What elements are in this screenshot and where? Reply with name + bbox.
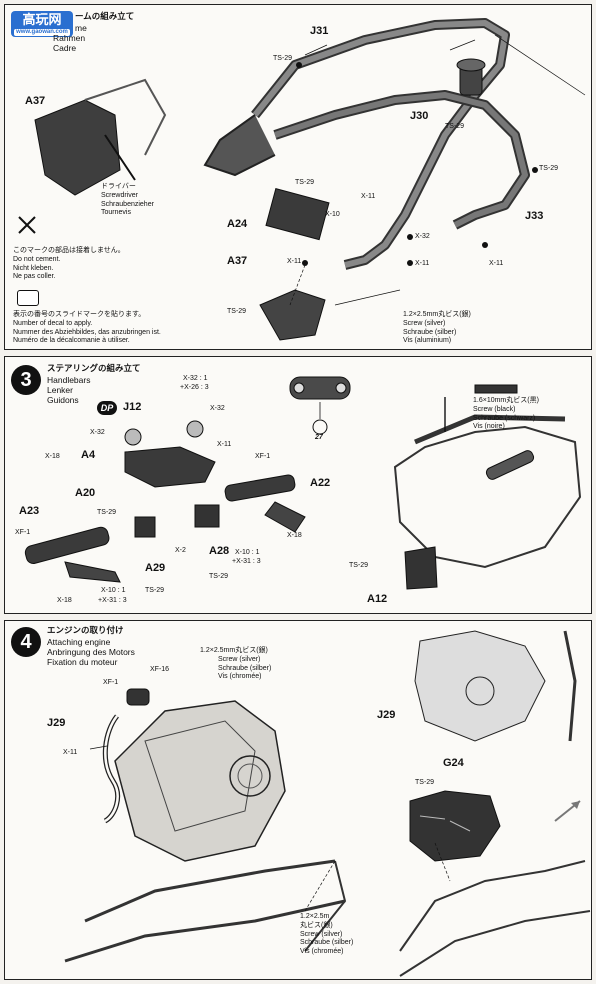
label-x10: X-10 xyxy=(325,211,340,218)
part-j30: J30 xyxy=(410,110,429,122)
label-ts29-4: TS-29 xyxy=(295,179,315,186)
label-x10-ratio-a: X-10 : 1 xyxy=(235,549,260,556)
part-a23: A23 xyxy=(19,505,40,517)
label-x11-2: X-11 xyxy=(287,258,302,265)
part-j29-main: J29 xyxy=(47,717,66,729)
decal-note: 表示の番号のスライドマークを貼ります。 Number of decal to a… xyxy=(13,311,161,345)
label-ts29: TS-29 xyxy=(415,779,435,786)
label-xf1-b: XF-1 xyxy=(15,529,31,536)
step-2-title-fr: Cadre xyxy=(53,43,77,53)
engine-diagram xyxy=(64,630,591,977)
label-x32-c: X-32 xyxy=(90,429,105,436)
label-ts29-3: TS-29 xyxy=(539,165,559,172)
step-4-engine-panel: 4 エンジンの取り付け Attaching engine Anbringung … xyxy=(4,620,592,980)
label-ts29-d: TS-29 xyxy=(349,562,369,569)
step-2-frame-panel: 高玩网 www.gaowan.com ームの組み立て me Rahmen Cad… xyxy=(4,4,592,350)
label-x11-3: X-11 xyxy=(415,260,430,267)
label-ts29-5: TS-29 xyxy=(227,308,247,315)
label-x32-ratio: X-32 : 1 xyxy=(183,375,208,382)
part-a29: A29 xyxy=(145,562,166,574)
screw-spec-step3: 1.6×10mm丸ビス(黒) Screw (black) Schraube (s… xyxy=(473,397,539,431)
label-xf16: XF-16 xyxy=(150,666,170,673)
part-a22: A22 xyxy=(310,477,331,489)
label-x11-1: X-11 xyxy=(361,193,376,200)
watermark-brand: 高玩网 xyxy=(22,12,62,27)
step-3-handlebars-panel: 3 ステアリングの組み立て Handlebars Lenker Guidons … xyxy=(4,356,592,614)
step-number-3: 3 xyxy=(11,365,41,395)
watermark-site: www.gaowan.com xyxy=(14,29,70,36)
part-g24: G24 xyxy=(443,757,464,769)
step-number-4: 4 xyxy=(11,627,41,657)
decal-number: 27 xyxy=(315,434,323,441)
part-a37-inset: A37 xyxy=(25,95,46,107)
part-a20: A20 xyxy=(75,487,96,499)
part-j31: J31 xyxy=(310,25,329,37)
label-ts29-1: TS-29 xyxy=(273,55,293,62)
step-3-title-de: Lenker xyxy=(47,385,73,395)
part-a24: A24 xyxy=(227,218,248,230)
handlebars-diagram xyxy=(24,376,582,590)
label-x31-ratio-b: +X-31 : 3 xyxy=(98,597,127,604)
step-2-title-jp: ームの組み立て xyxy=(75,11,135,21)
screw-spec-step2: 1.2×2.5mm丸ビス(銀) Screw (silver) Schraube … xyxy=(403,311,471,345)
part-j12: J12 xyxy=(123,401,142,413)
label-ts29-a: TS-29 xyxy=(97,509,117,516)
part-a28: A28 xyxy=(209,545,230,557)
step-3-title-fr: Guidons xyxy=(47,395,79,405)
part-j29-inset: J29 xyxy=(377,709,396,721)
part-a37: A37 xyxy=(227,255,248,267)
label-xf1: XF-1 xyxy=(103,679,119,686)
step-4-title-en: Attaching engine xyxy=(47,637,111,647)
step-3-title-en: Handlebars xyxy=(47,375,91,385)
step-2-title-en: me xyxy=(75,23,87,33)
label-x11: X-11 xyxy=(217,441,232,448)
label-x10-ratio-b: X-10 : 1 xyxy=(101,587,126,594)
part-j33: J33 xyxy=(525,210,544,222)
label-x2: X-2 xyxy=(175,547,186,554)
step-4-title-de: Anbringung des Motors xyxy=(47,647,135,657)
label-x32: X-32 xyxy=(415,233,430,240)
dp-badge: DP xyxy=(97,401,117,415)
step-2-title-de: Rahmen xyxy=(53,33,86,43)
label-x32-b: X-32 xyxy=(210,405,225,412)
decal-icon xyxy=(17,290,39,306)
no-cement-note: このマークの部品は接着しません。 Do not cement. Nicht kl… xyxy=(13,247,125,281)
label-x11-4: X-11 xyxy=(489,260,504,267)
no-cement-icon xyxy=(17,215,37,235)
label-ts29-b: TS-29 xyxy=(209,573,229,580)
label-x18-b: X-18 xyxy=(287,532,302,539)
part-a4: A4 xyxy=(81,449,96,461)
label-xf1-a: XF-1 xyxy=(255,453,271,460)
driver-note: ドライバー Screwdriver Schraubenzieher Tourne… xyxy=(101,183,154,217)
watermark-logo: 高玩网 www.gaowan.com xyxy=(11,11,73,37)
screw-spec-step4-a: 1.2×2.5mm丸ビス(銀) Screw (silver) Schraube … xyxy=(200,647,272,681)
label-x31-ratio-a: +X-31 : 3 xyxy=(232,558,261,565)
label-ts29-2: TS-29 xyxy=(445,123,465,130)
label-x11: X-11 xyxy=(63,749,78,756)
label-x18-a: X-18 xyxy=(45,453,60,460)
label-x26-ratio: +X-26 : 3 xyxy=(180,384,209,391)
screw-spec-step4-b: 1.2×2.5m 丸ビス(銀) Screw (silver) Schraube … xyxy=(300,913,354,955)
part-a12: A12 xyxy=(367,593,388,605)
label-ts29-c: TS-29 xyxy=(145,587,165,594)
step-4-title-fr: Fixation du moteur xyxy=(47,657,118,667)
step-3-title-jp: ステアリングの組み立て xyxy=(47,363,141,373)
label-x18-c: X-18 xyxy=(57,597,72,604)
step-4-title-jp: エンジンの取り付け xyxy=(47,625,124,635)
frame-diagram xyxy=(34,18,586,341)
